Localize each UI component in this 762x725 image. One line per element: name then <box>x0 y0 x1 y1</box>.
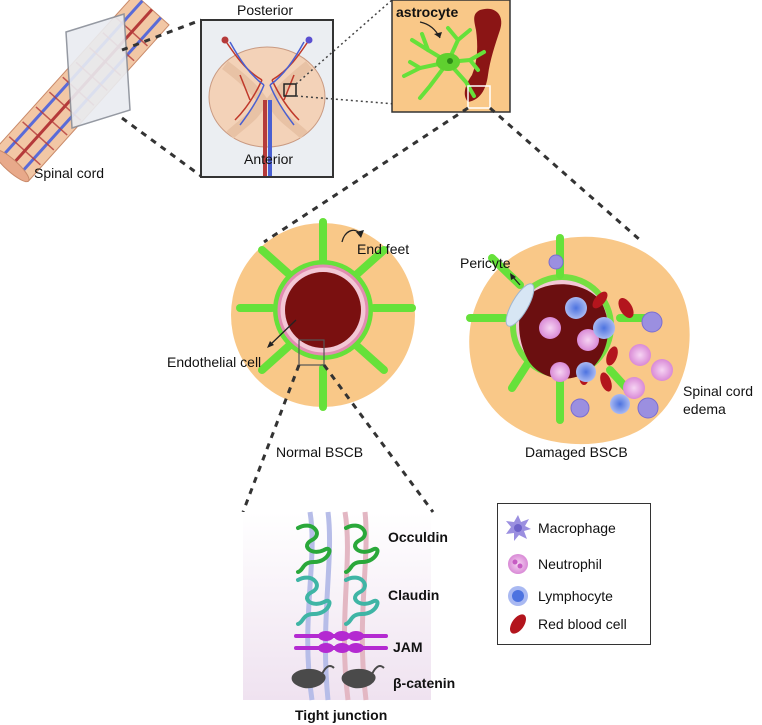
cross-section-box <box>200 19 334 178</box>
spinal-cord-edema-label-line2: edema <box>683 401 726 417</box>
lymphocyte-icon <box>498 584 538 608</box>
legend-item-macrophage: Macrophage <box>498 514 616 542</box>
tight-junction-panel <box>243 511 431 701</box>
neutrophil-icon <box>498 552 538 576</box>
tight-junction-label: Tight junction <box>295 707 388 723</box>
legend-label: Lymphocyte <box>538 588 613 604</box>
red-blood-cell-icon <box>498 612 538 636</box>
damaged-bscb-label: Damaged BSCB <box>525 444 628 460</box>
pericyte-label: Pericyte <box>460 255 511 271</box>
macrophage-icon <box>498 514 538 542</box>
legend-item-neutrophil: Neutrophil <box>498 552 602 576</box>
legend-label: Neutrophil <box>538 556 602 572</box>
legend-item-red-blood-cell: Red blood cell <box>498 612 627 636</box>
legend-label: Macrophage <box>538 520 616 536</box>
jam-label: JAM <box>393 639 423 655</box>
astrocyte-label: astrocyte <box>396 4 459 20</box>
occludin-label: Occuldin <box>388 529 448 545</box>
claudin-label: Claudin <box>388 587 440 603</box>
spinal-cord-label: Spinal cord <box>34 165 105 181</box>
spinal-cord-edema-label-line1: Spinal cord <box>683 383 754 399</box>
beta-catenin-label: β-catenin <box>393 675 456 691</box>
damaged-bscb-illustration <box>466 234 690 445</box>
anterior-label: Anterior <box>244 151 294 167</box>
end-feet-label: End feet <box>357 241 410 257</box>
endothelial-cell-label: Endothelial cell <box>167 354 262 370</box>
legend-label: Red blood cell <box>538 616 627 632</box>
legend-item-lymphocyte: Lymphocyte <box>498 584 613 608</box>
normal-bscb-illustration <box>231 218 416 411</box>
spinal-cord-illustration <box>0 0 170 183</box>
astrocyte-box <box>391 0 511 113</box>
normal-bscb-label: Normal BSCB <box>276 444 364 460</box>
posterior-label: Posterior <box>237 2 294 18</box>
cell-legend: Macrophage Neutrophil Lymphocyte Red blo… <box>497 503 651 645</box>
